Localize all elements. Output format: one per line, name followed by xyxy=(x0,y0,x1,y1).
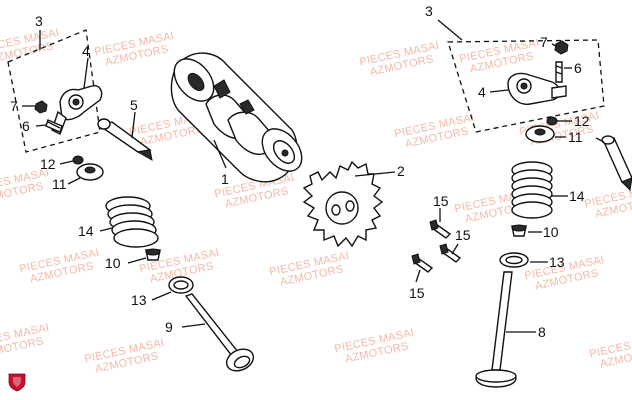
callout-15-bottom: 15 xyxy=(409,285,425,301)
bolt: 15 xyxy=(429,193,452,239)
shield-logo-icon xyxy=(8,373,26,392)
rocker-arm-group-left: 3 xyxy=(7,13,101,153)
cam-sprocket: 2 xyxy=(302,160,405,248)
callout-2: 2 xyxy=(397,163,405,179)
valve-retainer-right: 11 xyxy=(525,125,583,145)
valve-left: 9 xyxy=(165,293,255,372)
callout-5: 5 xyxy=(130,97,138,113)
callout-9: 9 xyxy=(165,319,173,335)
bolt: 15 xyxy=(409,253,434,301)
callout-11-left: 11 xyxy=(52,176,67,192)
callout-10-left: 10 xyxy=(105,255,121,271)
valve-retainer-left: 11 xyxy=(52,163,104,192)
rocker-shaft-right: 5 xyxy=(595,135,632,192)
callout-3-right: 3 xyxy=(425,3,433,19)
callout-6-left: 6 xyxy=(22,118,30,134)
callout-7-left: 7 xyxy=(10,98,18,114)
cotter-right: 12 xyxy=(546,113,590,129)
callout-3-left: 3 xyxy=(35,13,43,29)
camshaft: 1 xyxy=(170,52,303,187)
callout-6-right: 6 xyxy=(574,60,582,76)
callout-13-left: 13 xyxy=(131,292,147,308)
valve-right: 8 xyxy=(475,271,546,388)
rocker-shaft-left: 5 xyxy=(97,97,153,161)
adjusting-screw-right: 6 xyxy=(555,60,582,83)
callout-15-top: 15 xyxy=(433,193,449,209)
callout-11-right: 11 xyxy=(568,129,583,145)
cotter-left: 12 xyxy=(40,155,84,172)
callout-13-right: 13 xyxy=(549,254,565,270)
valve-spring-left: 14 xyxy=(78,196,159,248)
callout-7-right: 7 xyxy=(540,34,548,50)
valve-seal-right: 10 xyxy=(511,224,559,240)
callout-15-mid: 15 xyxy=(455,227,471,243)
gasket-ring-right: 13 xyxy=(499,252,565,270)
callout-4-right: 4 xyxy=(478,84,486,100)
callout-12-left: 12 xyxy=(40,156,56,172)
callout-12-right: 12 xyxy=(574,113,590,129)
callout-14-left: 14 xyxy=(78,223,94,239)
rocker-arm-right: 4 xyxy=(478,72,567,105)
callout-14-right: 14 xyxy=(569,188,585,204)
callout-8: 8 xyxy=(538,324,546,340)
lock-nut-left: 7 xyxy=(10,98,48,114)
callout-4-left: 4 xyxy=(82,43,90,59)
callout-1: 1 xyxy=(221,171,229,187)
adjusting-screw-left: 6 xyxy=(22,118,63,134)
valve-spring-right: 14 xyxy=(511,161,585,219)
bolt: 15 xyxy=(439,227,471,263)
valve-seal-left: 10 xyxy=(105,248,161,271)
rocker-arm-left: 4 xyxy=(51,43,103,135)
rocker-arm-group-right: 3 xyxy=(425,3,605,133)
lock-nut-right: 7 xyxy=(540,34,569,55)
gasket-ring-left: 13 xyxy=(131,276,194,308)
callout-10-right: 10 xyxy=(543,224,559,240)
